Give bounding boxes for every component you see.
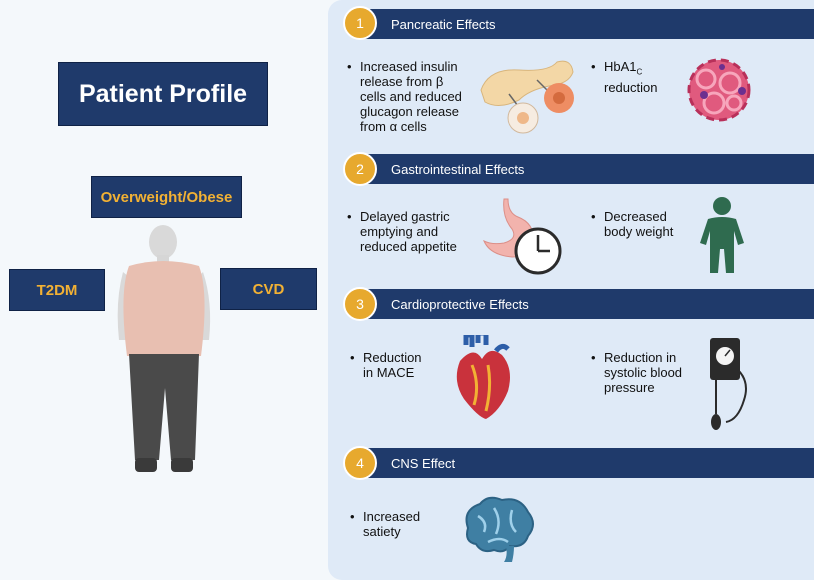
section-1-item-2-line: HbA1C: [604, 59, 657, 80]
condition-overweight-obese: Overweight/Obese: [91, 176, 242, 218]
body-weight-figure-icon: [700, 197, 744, 273]
section-1-number: 1: [343, 6, 377, 40]
section-2-header: Gastrointestinal Effects: [355, 154, 814, 184]
blood-pressure-monitor-icon: [710, 338, 747, 430]
patient-profile-panel: Patient Profile Overweight/Obese T2DM CV…: [0, 0, 330, 580]
section-2-item-2-line: body weight: [604, 224, 674, 239]
condition-cvd: CVD: [220, 268, 317, 310]
section-3-item-2-line: systolic blood: [604, 365, 683, 380]
section-1-title: Pancreatic Effects: [391, 16, 496, 32]
patient-profile-title: Patient Profile: [58, 62, 268, 126]
section-2-item-2: • Decreased body weight: [591, 209, 674, 239]
section-1-item-1-line: glucagon release: [360, 104, 460, 119]
section-1-item-2: • HbA1C reduction: [591, 59, 658, 95]
section-1-item-1-line: cells and reduced: [360, 89, 462, 104]
section-3-item-2: • Reduction in systolic blood pressure: [591, 350, 683, 395]
stomach-clock-icon: [483, 198, 562, 275]
section-2-item-1: • Delayed gastric emptying and reduced a…: [347, 209, 457, 254]
section-4-header: CNS Effect: [355, 448, 814, 478]
section-2-item-1-line: reduced appetite: [360, 239, 457, 254]
section-2-item-1-line: Delayed gastric: [360, 209, 450, 224]
glycated-hemoglobin-icon: [687, 58, 751, 122]
section-1-item-1-line: release from β: [360, 74, 444, 89]
section-4-item-1-line: Increased: [363, 509, 421, 524]
section-1-item-1-line: Increased insulin: [360, 59, 458, 74]
brain-icon: [465, 496, 534, 562]
section-1-item-1-line: from α cells: [360, 119, 427, 134]
section-2-item-2-line: Decreased: [604, 209, 667, 224]
section-3-item-1: • Reduction in MACE: [350, 350, 422, 380]
condition-t2dm: T2DM: [9, 269, 105, 311]
section-3-title: Cardioprotective Effects: [391, 296, 529, 312]
hba1c-label: HbA1: [604, 59, 637, 74]
section-4-number: 4: [343, 446, 377, 480]
section-4-title: CNS Effect: [391, 455, 456, 471]
section-1-item-2-line: reduction: [604, 79, 658, 95]
section-3-item-2-line: Reduction in: [604, 350, 677, 365]
section-3-item-2-line: pressure: [604, 380, 655, 395]
section-1-item-1: • Increased insulin release from β cells…: [347, 59, 462, 134]
section-2-number: 2: [343, 152, 377, 186]
pancreas-cells-icon: [480, 60, 574, 134]
section-3-header: Cardioprotective Effects: [355, 289, 814, 319]
patient-figure-icon: [117, 225, 211, 472]
section-4-item-1-line: satiety: [363, 524, 401, 539]
section-4-item-1: • Increased satiety: [350, 509, 421, 539]
hba1c-subscript: C: [636, 67, 643, 77]
section-3-item-1-line: Reduction: [363, 350, 422, 365]
section-1-header: Pancreatic Effects: [355, 9, 814, 39]
section-3-number: 3: [343, 287, 377, 321]
section-3-item-1-line: in MACE: [363, 365, 415, 380]
section-2-item-1-line: emptying and: [360, 224, 439, 239]
section-2-title: Gastrointestinal Effects: [391, 161, 525, 177]
heart-icon: [456, 335, 510, 419]
